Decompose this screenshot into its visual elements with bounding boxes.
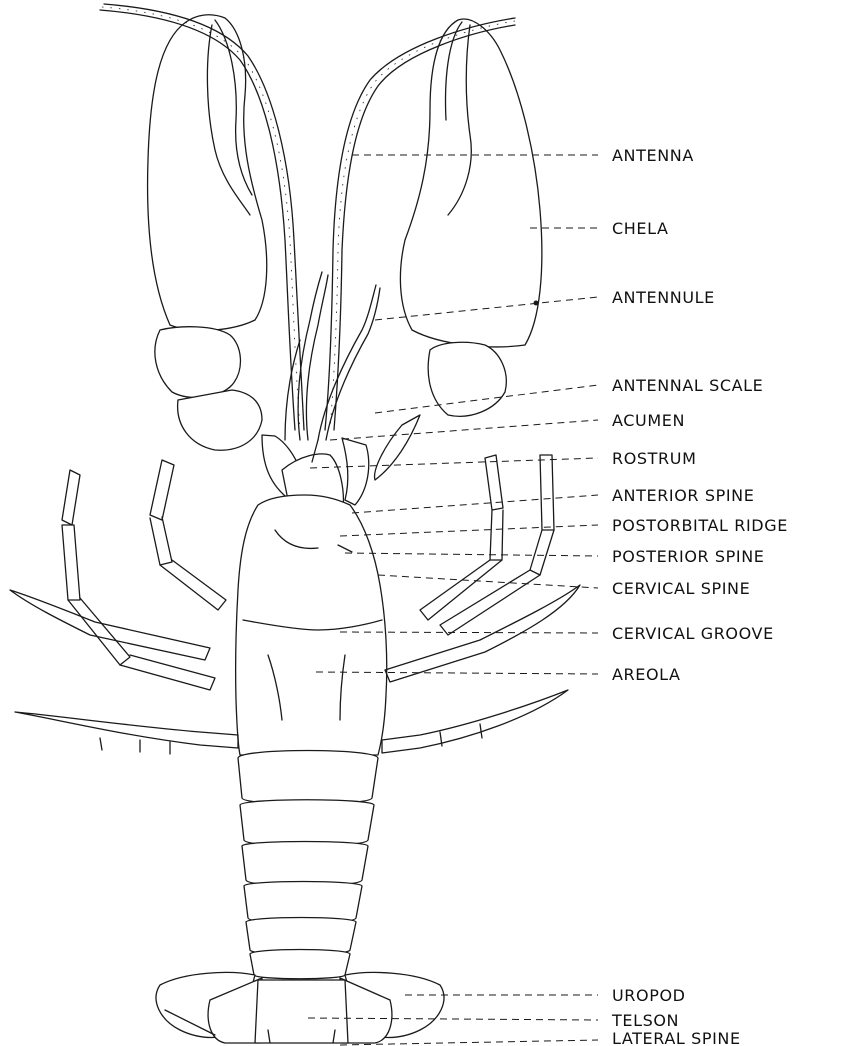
labels: ANTENNA CHELA ANTENNULE ANTENNAL SCALE A… bbox=[611, 146, 788, 1046]
label-antennal-scale: ANTENNAL SCALE bbox=[612, 376, 763, 395]
right-chela bbox=[375, 19, 542, 480]
leader-posterior-spine bbox=[345, 553, 598, 556]
leader-cervical-spine bbox=[378, 575, 598, 588]
label-telson: TELSON bbox=[611, 1011, 679, 1030]
abdomen bbox=[238, 751, 378, 979]
label-anterior-spine: ANTERIOR SPINE bbox=[612, 486, 754, 505]
label-antennule: ANTENNULE bbox=[612, 288, 715, 307]
label-antenna: ANTENNA bbox=[612, 146, 694, 165]
leader-postorbital-ridge bbox=[340, 525, 598, 536]
label-postorbital-ridge: POSTORBITAL RIDGE bbox=[612, 516, 788, 535]
left-chela bbox=[148, 15, 267, 450]
label-cervical-spine: CERVICAL SPINE bbox=[612, 579, 750, 598]
walking-legs-left bbox=[10, 460, 238, 754]
crayfish-drawing bbox=[10, 4, 580, 1043]
label-areola: AREOLA bbox=[612, 665, 681, 684]
label-posterior-spine: POSTERIOR SPINE bbox=[612, 547, 765, 566]
walking-legs-right bbox=[382, 455, 580, 753]
label-lateral-spine: LATERAL SPINE bbox=[612, 1029, 741, 1046]
leader-antennule-dot bbox=[534, 301, 539, 306]
label-cervical-groove: CERVICAL GROOVE bbox=[612, 624, 774, 643]
leader-acumen bbox=[330, 420, 598, 440]
carapace bbox=[236, 495, 387, 755]
label-acumen: ACUMEN bbox=[612, 411, 685, 430]
label-uropod: UROPOD bbox=[612, 986, 686, 1005]
tail-fan bbox=[156, 972, 444, 1043]
leader-anterior-spine bbox=[352, 495, 598, 513]
label-rostrum: ROSTRUM bbox=[612, 449, 696, 468]
label-chela: CHELA bbox=[612, 219, 669, 238]
